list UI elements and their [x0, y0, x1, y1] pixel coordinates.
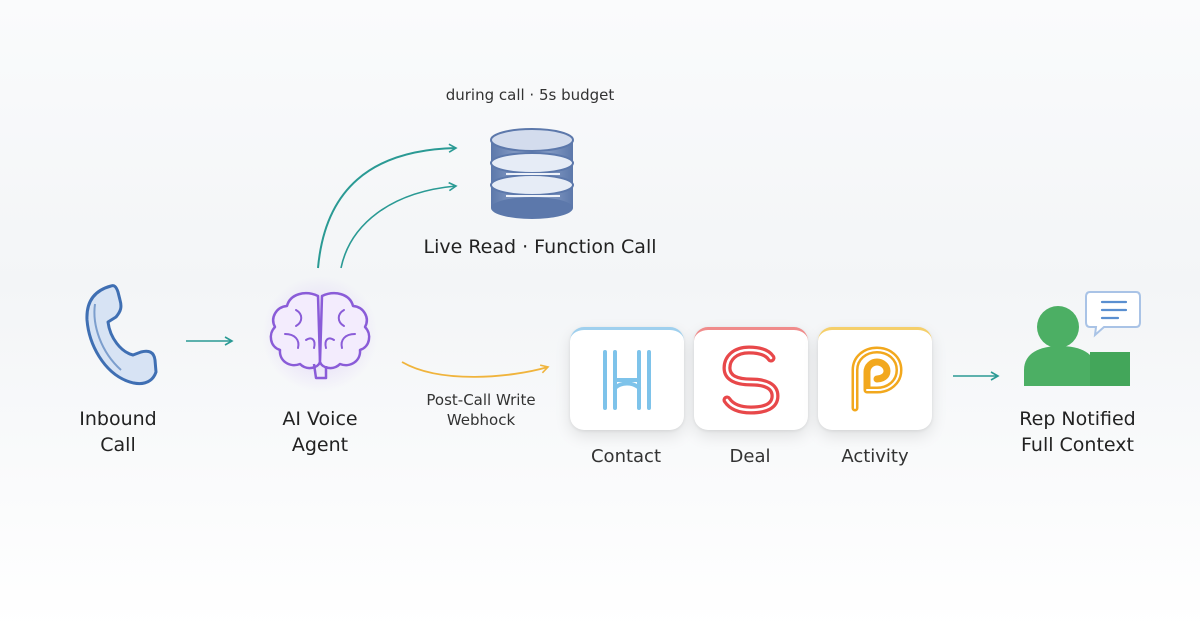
inbound-call-line1: Inbound: [79, 408, 157, 430]
phone-icon: [85, 284, 158, 386]
crm-label-contact: Contact: [590, 446, 662, 467]
rep-line1: Rep Notified: [1019, 408, 1136, 430]
webhook-line2: Webhock: [446, 411, 516, 429]
ai-agent-line1: AI Voice: [282, 408, 358, 430]
crm-tile-deal: [694, 327, 808, 430]
webhook-line1: Post-Call Write: [426, 391, 536, 409]
during-call-caption: during call · 5s budget: [445, 86, 615, 104]
arrow-agent-to-crm: [401, 361, 550, 378]
hubspot-h-icon: [603, 350, 651, 410]
crm-tile-contact: [570, 327, 684, 430]
arrow-agent-to-db-upper: [317, 143, 458, 269]
crm-label-deal: Deal: [729, 446, 771, 467]
database-icon: [490, 128, 574, 219]
ai-agent-label: AI Voice Agent: [250, 406, 390, 458]
p-icon: [851, 346, 903, 412]
user-chat-icon: [1024, 291, 1141, 386]
s-icon: [722, 345, 780, 415]
rep-line2: Full Context: [1021, 434, 1134, 456]
brain-icon: [262, 276, 378, 392]
inbound-call-line2: Call: [100, 434, 136, 456]
crm-label-activity: Activity: [841, 446, 909, 467]
ai-agent-line2: Agent: [291, 434, 349, 456]
rep-notified-label: Rep Notified Full Context: [990, 406, 1165, 458]
webhook-label: Post-Call Write Webhock: [396, 390, 566, 430]
inbound-call-label: Inbound Call: [48, 406, 188, 458]
arrow-agent-to-db-lower: [340, 181, 458, 269]
database-label: Live Read · Function Call: [423, 236, 657, 258]
crm-tile-activity: [818, 327, 932, 430]
